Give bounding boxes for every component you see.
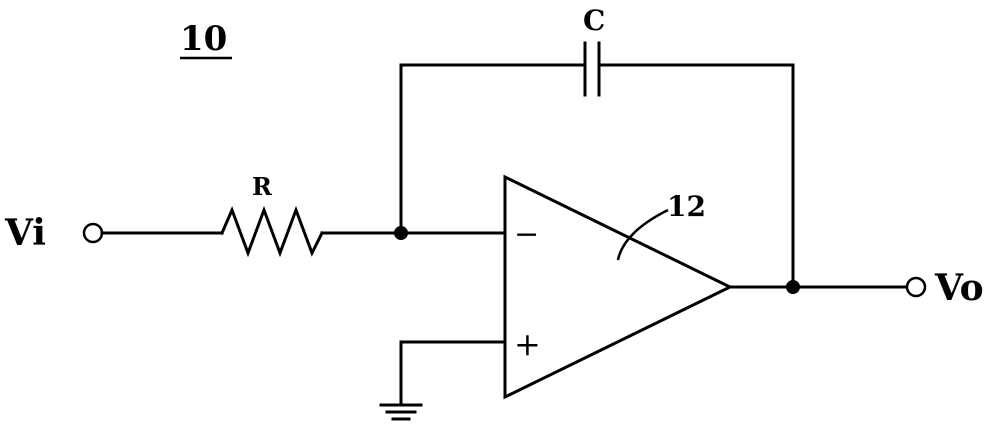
feedback-wire-left	[399, 63, 587, 235]
opamp-reference-leader	[616, 208, 669, 261]
resistor-label: R	[252, 172, 273, 201]
noninverting-input-wire	[399, 340, 507, 407]
input-terminal	[82, 222, 104, 244]
capacitor-label: C	[583, 4, 605, 37]
feedback-wire-right	[597, 63, 795, 289]
output-junction-node	[786, 280, 800, 294]
noninverting-sign: +	[514, 325, 541, 363]
output-terminal	[905, 276, 927, 298]
opamp-reference-number: 12	[667, 190, 706, 223]
output-label: Vo	[934, 267, 984, 309]
inverting-sign: −	[514, 217, 539, 252]
figure-number: 10	[180, 19, 227, 59]
opamp-triangle	[503, 174, 734, 400]
resistor	[220, 205, 325, 258]
ground-symbol	[379, 403, 423, 421]
input-label: Vi	[4, 212, 46, 254]
